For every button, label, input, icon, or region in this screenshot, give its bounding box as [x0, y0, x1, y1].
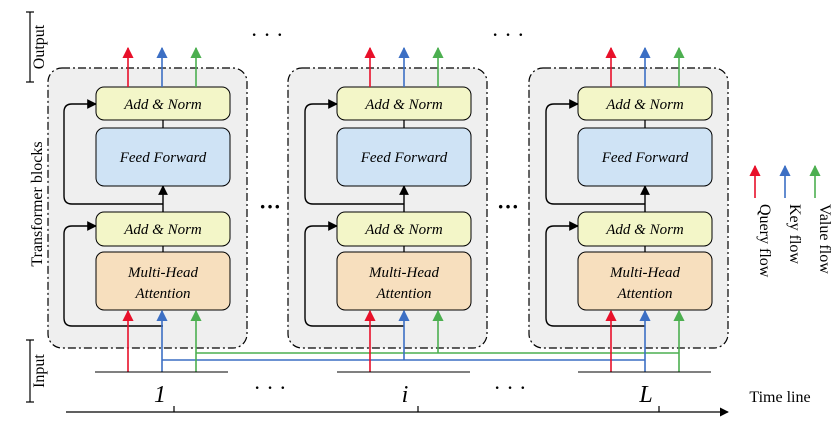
block-i-feed-forward: Feed Forward — [360, 150, 448, 166]
time-line-label: Time line — [749, 389, 810, 406]
legend-value-flow: Value flow — [816, 204, 833, 274]
transformer-block-L: Add & Norm Feed Forward Add & Norm Multi… — [528, 46, 729, 349]
ellipsis-time-2: · · · — [494, 375, 527, 400]
transformer-block-1: Add & Norm Feed Forward Add & Norm Multi… — [47, 46, 248, 349]
block-i-attention-line1: Multi-Head — [368, 265, 439, 281]
block-L-attention-line1: Multi-Head — [609, 265, 680, 281]
block-L-add-norm-top: Add & Norm — [605, 97, 684, 113]
legend-query-flow: Query flow — [756, 204, 773, 278]
block-i-add-norm-top: Add & Norm — [364, 97, 443, 113]
block-L-add-norm-bottom: Add & Norm — [605, 222, 684, 238]
time-label-1: 1 — [154, 382, 166, 408]
ellipsis-time-1: · · · — [254, 375, 287, 400]
block-i-attention-line2: Attention — [376, 286, 432, 302]
block-1-attention-line2: Attention — [135, 286, 191, 302]
block-L-feed-forward: Feed Forward — [601, 150, 689, 166]
time-label-L: L — [638, 382, 652, 408]
transformer-block-i: Add & Norm Feed Forward Add & Norm Multi… — [287, 46, 488, 349]
legend-key-flow: Key flow — [786, 204, 803, 264]
transformer-blocks-label: Transformer blocks — [29, 141, 46, 266]
block-i-add-norm-bottom: Add & Norm — [364, 222, 443, 238]
block-1-add-norm-bottom: Add & Norm — [123, 222, 202, 238]
ellipsis-mid-2: ··· — [497, 194, 519, 219]
time-label-i: i — [402, 382, 409, 408]
input-label: Input — [31, 354, 48, 388]
block-1-feed-forward: Feed Forward — [119, 150, 207, 166]
ellipsis-top-2: · · · — [492, 22, 525, 47]
flow-legend: Query flow Key flow Value flow — [749, 164, 833, 278]
input-flows — [95, 309, 711, 373]
block-1-add-norm-top: Add & Norm — [123, 97, 202, 113]
output-label: Output — [31, 24, 48, 69]
ellipsis-top-1: · · · — [251, 22, 284, 47]
side-labels: Output Transformer blocks Input — [26, 11, 48, 403]
block-L-attention-line2: Attention — [617, 286, 673, 302]
ellipsis-mid-1: ··· — [259, 194, 281, 219]
time-line-axis: Time line — [66, 389, 811, 417]
block-1-attention-line1: Multi-Head — [127, 265, 198, 281]
